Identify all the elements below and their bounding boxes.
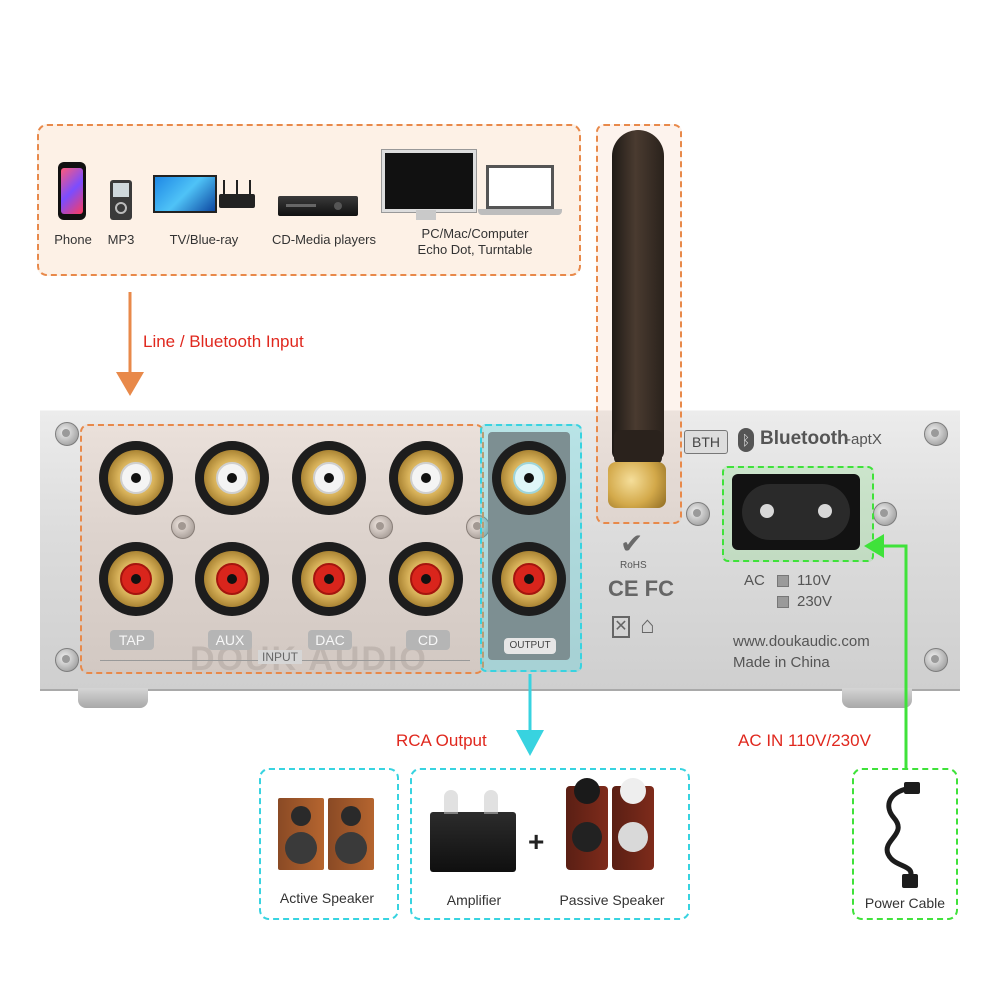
- rca-jack-output-white: [492, 441, 566, 515]
- screw-icon: [924, 648, 948, 672]
- computer-icon: [382, 150, 476, 212]
- rca-jack-tap-red: [99, 542, 173, 616]
- laptop-base: [478, 209, 562, 215]
- plus-sign: +: [528, 826, 545, 857]
- rca-jack-cd-red: [389, 542, 463, 616]
- tv-icon: [153, 175, 217, 213]
- device-foot-right: [842, 688, 912, 708]
- rca-jack-cd-white: [389, 441, 463, 515]
- bluetooth-text: Bluetooth: [760, 428, 849, 449]
- ac-label: AC: [744, 572, 765, 589]
- input-tag-aux: AUX: [208, 630, 252, 650]
- rca-jack-dac-red: [292, 542, 366, 616]
- passive-speaker-icon: [612, 778, 654, 870]
- voltage-230-label: 230V: [797, 593, 833, 610]
- house-icon: ⌂: [640, 612, 655, 639]
- source-label-echo: Echo Dot, Turntable: [417, 242, 533, 257]
- output-caption: OUTPUT: [504, 638, 556, 654]
- speaker-icon: [328, 798, 374, 870]
- made-in-text: Made in China: [733, 654, 830, 671]
- source-label-mp3: MP3: [107, 232, 135, 247]
- antenna-joint: [614, 430, 662, 464]
- rca-jack-dac-white: [292, 441, 366, 515]
- screw-icon: [369, 515, 393, 539]
- rohs-label: RoHS: [620, 560, 647, 571]
- input-arrow: [116, 292, 144, 396]
- antenna-connector: [608, 462, 666, 508]
- screw-icon: [873, 502, 897, 526]
- passive-speaker-icon: [566, 778, 608, 870]
- input-tag-tap: TAP: [110, 630, 154, 650]
- monitor-stand: [416, 210, 436, 220]
- source-label-cd-media: CD-Media players: [271, 232, 377, 247]
- ce-fc-mark: CE FC: [608, 576, 674, 601]
- rca-jack-aux-white: [195, 441, 269, 515]
- router-icon: [219, 180, 255, 208]
- source-label-computer: PC/Mac/Computer: [421, 226, 529, 241]
- active-speaker-label: Active Speaker: [279, 890, 375, 906]
- tube-amplifier-icon: [430, 790, 516, 872]
- rca-jack-tap-white: [99, 441, 173, 515]
- bth-badge: BTH: [684, 430, 728, 454]
- ac-arrow-label: AC IN 110V/230V: [738, 731, 871, 750]
- weee-bin-icon: ✕: [612, 616, 630, 638]
- rohs-check-icon: ✔: [620, 528, 644, 559]
- device-foot-left: [78, 688, 148, 708]
- voltage-switch-230: [777, 596, 789, 608]
- bluetooth-icon: ᛒ: [738, 428, 754, 452]
- aptx-text: -aptX: [846, 431, 882, 448]
- output-arrow-label: RCA Output: [396, 731, 487, 750]
- input-tag-cd: CD: [406, 630, 450, 650]
- rca-jack-output-red: [492, 542, 566, 616]
- passive-speaker-label: Passive Speaker: [559, 892, 665, 908]
- power-cable-icon: [884, 782, 920, 888]
- voltage-110-label: 110V: [797, 572, 831, 589]
- antenna-icon: [612, 130, 664, 460]
- amplifier-label: Amplifier: [446, 892, 502, 908]
- screw-icon: [55, 422, 79, 446]
- cd-player-icon: [278, 196, 358, 216]
- phone-icon: [58, 162, 86, 220]
- power-cable-label: Power Cable: [864, 895, 946, 911]
- ac-power-socket: [732, 474, 860, 550]
- source-label-tv: TV/Blue-ray: [169, 232, 239, 247]
- website-text: www.doukaudic.com: [733, 633, 870, 650]
- ac-arrow: [864, 534, 908, 768]
- screw-icon: [171, 515, 195, 539]
- screw-icon: [55, 648, 79, 672]
- screw-icon: [686, 502, 710, 526]
- input-tag-dac: DAC: [308, 630, 352, 650]
- screw-icon: [924, 422, 948, 446]
- input-caption: INPUT: [258, 650, 302, 664]
- input-arrow-label: Line / Bluetooth Input: [143, 332, 304, 351]
- source-label-phone: Phone: [54, 232, 92, 247]
- speaker-icon: [278, 798, 324, 870]
- output-arrow: [516, 674, 544, 756]
- laptop-icon: [486, 165, 554, 209]
- mp3-player-icon: [110, 180, 132, 220]
- voltage-switch-110: [777, 575, 789, 587]
- rca-jack-aux-red: [195, 542, 269, 616]
